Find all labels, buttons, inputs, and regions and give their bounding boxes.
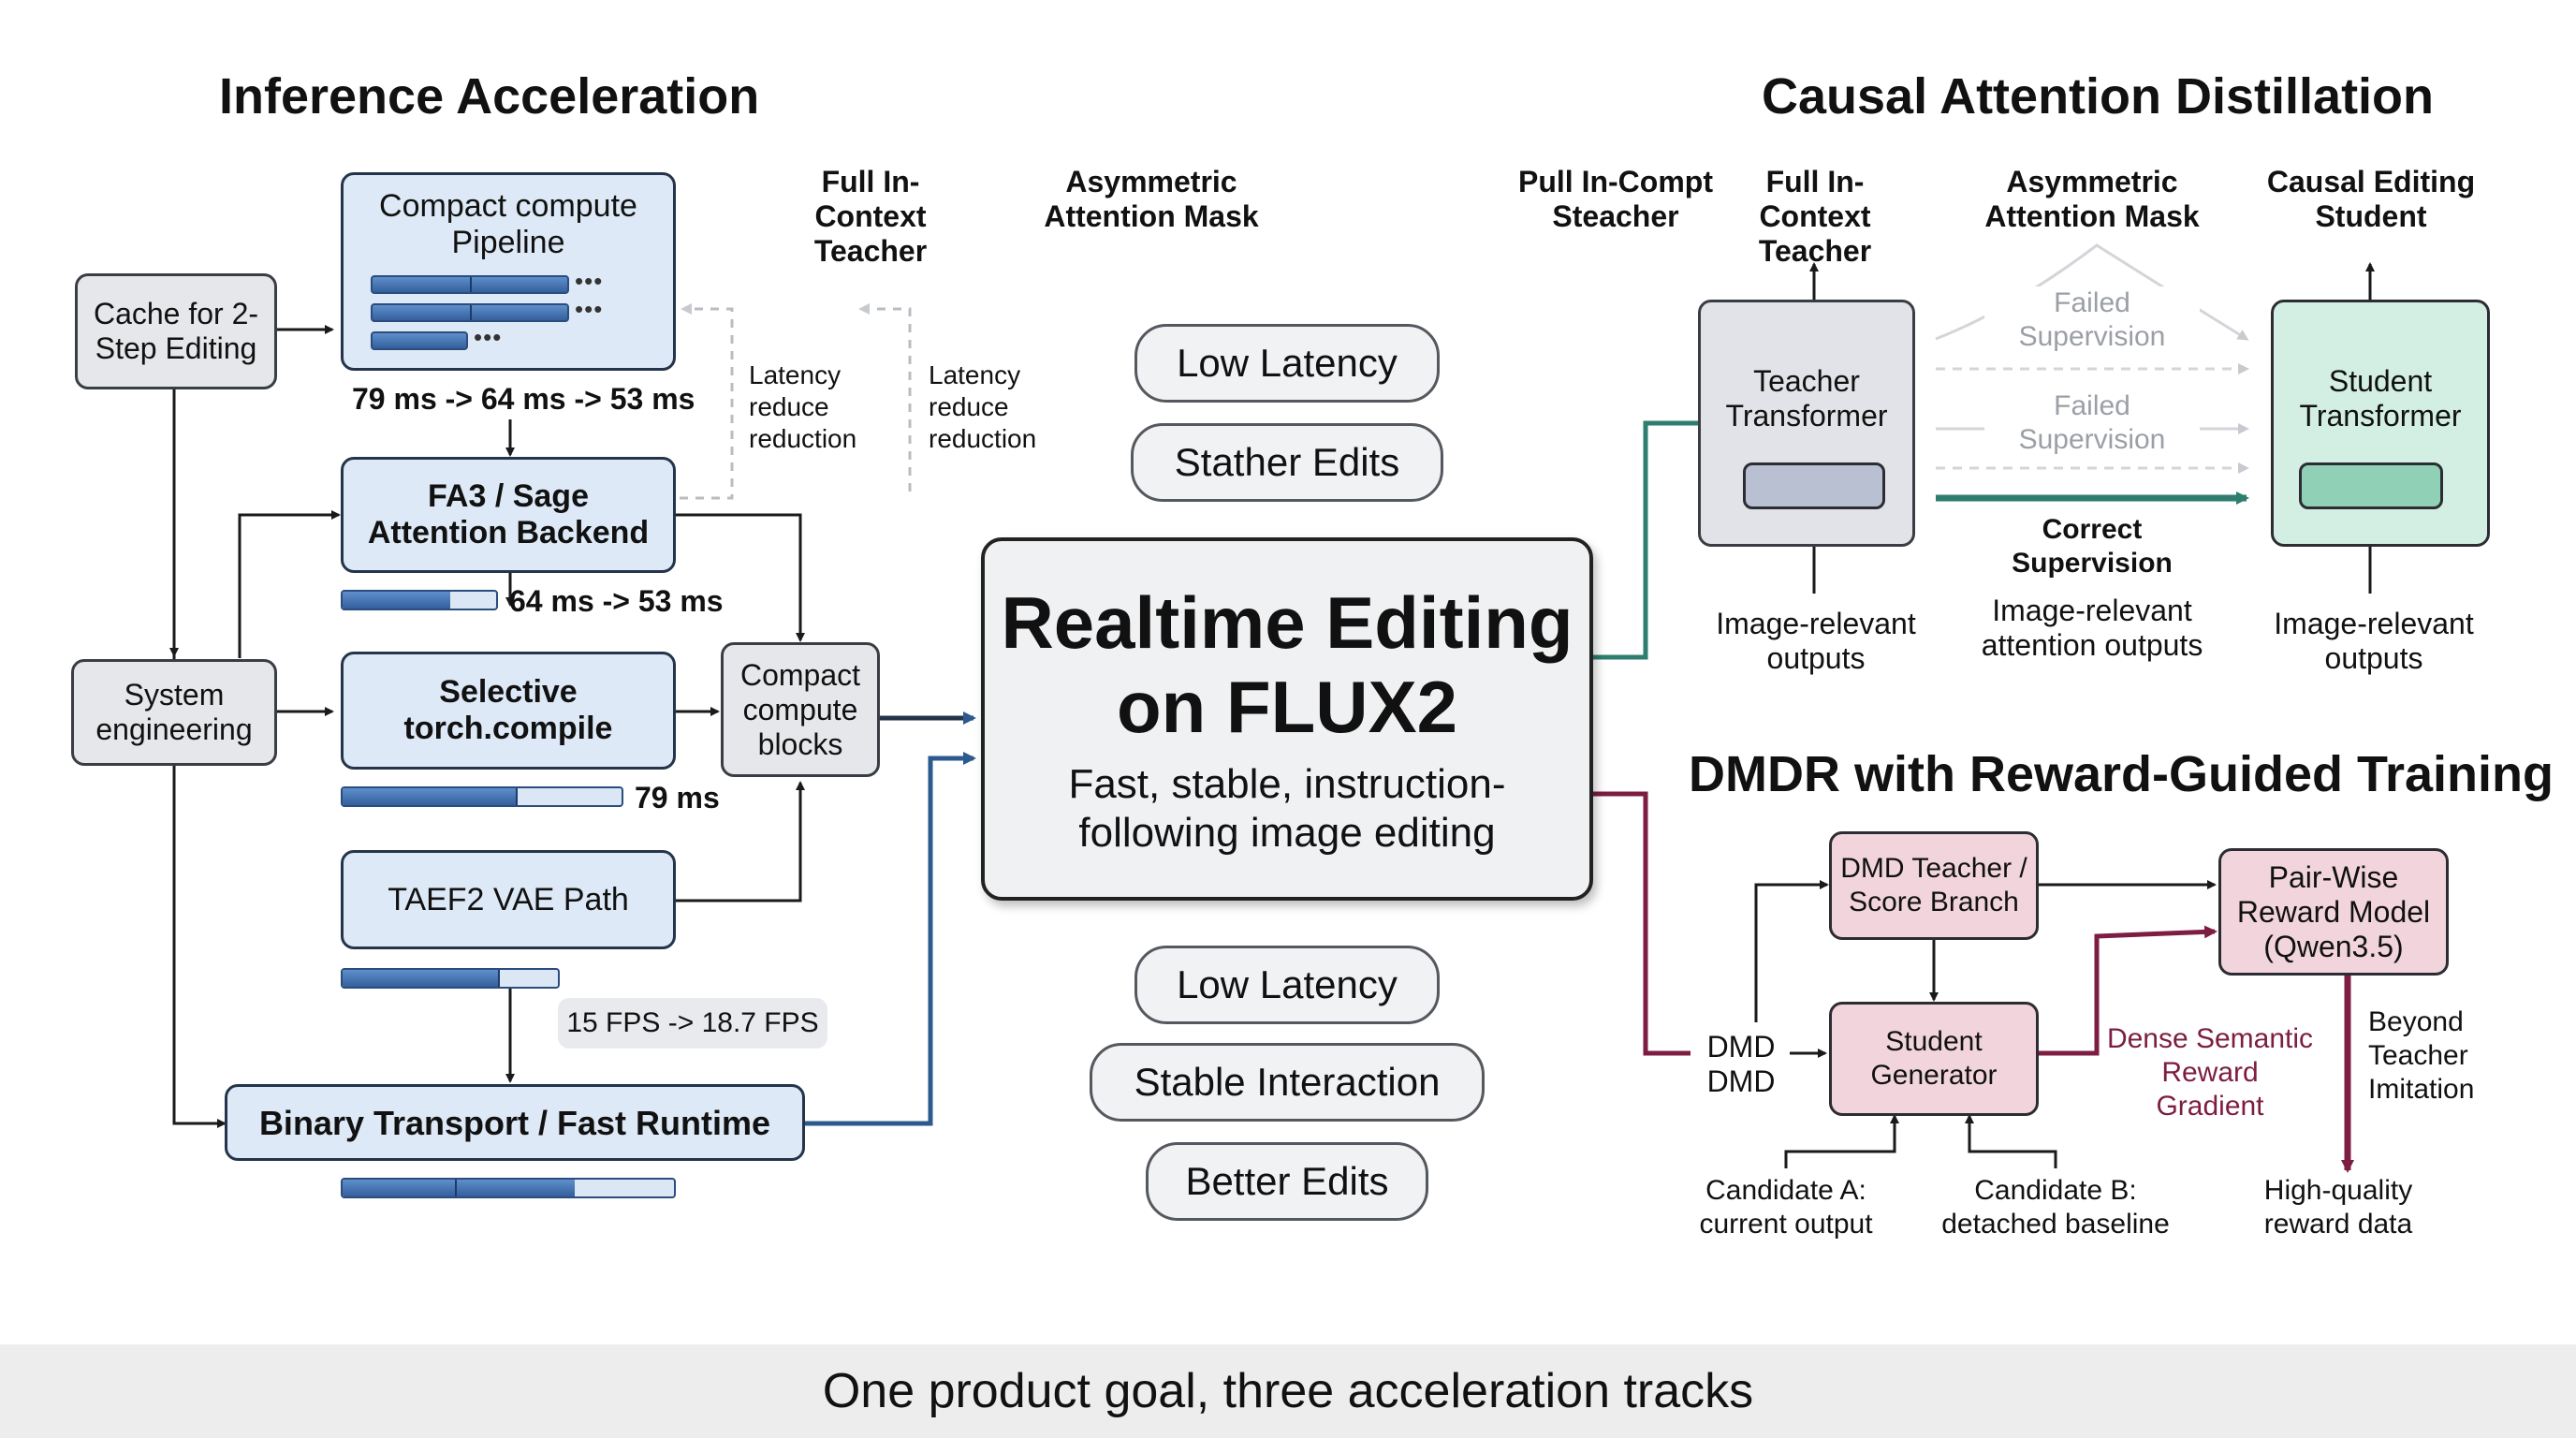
causal-title: Causal Attention Distillation bbox=[1762, 68, 2435, 125]
hq-reward-label: High-quality reward data bbox=[2263, 1175, 2413, 1240]
realtime-editing-hub: Realtime Editing on FLUX2 Fast, stable, … bbox=[981, 537, 1593, 901]
column-label: Causal Editing Student bbox=[2266, 165, 2476, 233]
dense-reward-label: Dense Semantic Reward Gradient bbox=[2106, 1023, 2314, 1122]
compact-pipeline-label: Compact compute Pipeline bbox=[379, 188, 637, 260]
column-label: Full In-Context Teacher bbox=[1758, 165, 1872, 268]
pipeline-bar-1 bbox=[371, 275, 569, 294]
pipeline-bar-3 bbox=[371, 331, 468, 350]
binary-transport-node: Binary Transport / Fast Runtime bbox=[225, 1084, 805, 1161]
student-generator-node: Student Generator bbox=[1829, 1002, 2039, 1116]
teacher-transformer-node: Teacher Transformer bbox=[1698, 300, 1915, 547]
output-label: Image-relevant outputs bbox=[1716, 607, 1916, 675]
taef2-progress-bar bbox=[341, 968, 560, 989]
output-label: Image-relevant attention outputs bbox=[1981, 594, 2203, 662]
output-label: Image-relevant outputs bbox=[2274, 607, 2474, 675]
binary-progress-bar bbox=[341, 1178, 676, 1198]
fa3-node: FA3 / Sage Attention Backend bbox=[341, 457, 676, 573]
cache-node: Cache for 2-Step Editing bbox=[75, 273, 277, 389]
failed-supervision-label: Failed Supervision bbox=[1984, 286, 2200, 354]
pairwise-reward-node: Pair-Wise Reward Model (Qwen3.5) bbox=[2218, 848, 2449, 976]
timing-label: 64 ms -> 53 ms bbox=[509, 584, 724, 618]
taef2-label: TAEF2 VAE Path bbox=[388, 881, 629, 917]
system-engineering-node: System engineering bbox=[71, 659, 277, 766]
torch-compile-node: Selective torch.compile bbox=[341, 652, 676, 770]
ellipsis-icon: ••• bbox=[474, 323, 503, 351]
dmd-teacher-node: DMD Teacher / Score Branch bbox=[1829, 831, 2039, 940]
benefit-pill: Stather Edits bbox=[1131, 423, 1443, 502]
column-label: Asymmetric Attention Mask bbox=[1984, 165, 2200, 233]
pairwise-label: Pair-Wise Reward Model (Qwen3.5) bbox=[2236, 859, 2431, 963]
taef2-node: TAEF2 VAE Path bbox=[341, 850, 676, 949]
fa3-progress-bar bbox=[341, 590, 498, 610]
student-label: Student Transformer bbox=[2287, 364, 2474, 433]
system-label: System engineering bbox=[95, 678, 253, 746]
teacher-inner-block bbox=[1743, 462, 1885, 509]
fps-badge: 15 FPS -> 18.7 FPS bbox=[558, 998, 827, 1049]
teacher-label: Teacher Transformer bbox=[1713, 364, 1900, 433]
latency-note: Latency reduce reduction bbox=[749, 360, 857, 453]
footer-band bbox=[0, 1344, 2576, 1438]
column-label: Pull In-Compt Steacher bbox=[1518, 165, 1713, 233]
candidate-a-label: Candidate A: current output bbox=[1699, 1175, 1873, 1240]
dmd-teacher-label: DMD Teacher / Score Branch bbox=[1840, 853, 2027, 917]
benefit-pill: Low Latency bbox=[1134, 324, 1440, 403]
student-generator-label: Student Generator bbox=[1870, 1026, 1998, 1091]
torch-progress-bar bbox=[341, 786, 623, 807]
benefit-pill: Better Edits bbox=[1146, 1142, 1428, 1221]
student-inner-block bbox=[2299, 462, 2443, 509]
compact-blocks-node: Compact compute blocks bbox=[721, 642, 880, 777]
failed-supervision-label: Failed Supervision bbox=[1984, 389, 2200, 457]
dmdr-title: DMDR with Reward-Guided Training bbox=[1689, 746, 2554, 802]
timing-label: 79 ms bbox=[635, 781, 720, 814]
column-label: Asymmetric Attention Mask bbox=[1044, 165, 1259, 233]
student-transformer-node: Student Transformer bbox=[2271, 300, 2490, 547]
footer-caption: One product goal, three acceleration tra… bbox=[822, 1364, 1754, 1418]
pipeline-bar-2 bbox=[371, 303, 569, 322]
benefit-pill: Stable Interaction bbox=[1090, 1043, 1485, 1122]
beyond-label: Beyond Teacher Imitation bbox=[2368, 1006, 2475, 1105]
torch-compile-label: Selective torch.compile bbox=[403, 674, 613, 746]
fa3-label: FA3 / Sage Attention Backend bbox=[367, 478, 650, 550]
cache-label: Cache for 2-Step Editing bbox=[93, 297, 259, 365]
column-label: Full In-Context Teacher bbox=[813, 165, 928, 268]
candidate-b-label: Candidate B: detached baseline bbox=[1941, 1175, 2170, 1240]
hub-title-line2: on FLUX2 bbox=[1117, 666, 1457, 748]
ellipsis-icon: ••• bbox=[575, 295, 604, 323]
correct-supervision-label: Correct Supervision bbox=[2012, 514, 2173, 579]
hub-subtitle: Fast, stable, instruction-following imag… bbox=[1068, 761, 1506, 856]
hub-title-line1: Realtime Editing bbox=[1001, 581, 1573, 664]
compact-blocks-label: Compact compute blocks bbox=[739, 657, 861, 761]
timing-label: 79 ms -> 64 ms -> 53 ms bbox=[352, 382, 695, 416]
dmd-input-label: DMD DMD bbox=[1706, 1030, 1776, 1098]
inference-title: Inference Acceleration bbox=[219, 68, 760, 125]
ellipsis-icon: ••• bbox=[575, 267, 604, 295]
binary-label: Binary Transport / Fast Runtime bbox=[258, 1103, 771, 1142]
latency-note: Latency reduce reduction bbox=[929, 360, 1037, 453]
benefit-pill: Low Latency bbox=[1134, 946, 1440, 1024]
